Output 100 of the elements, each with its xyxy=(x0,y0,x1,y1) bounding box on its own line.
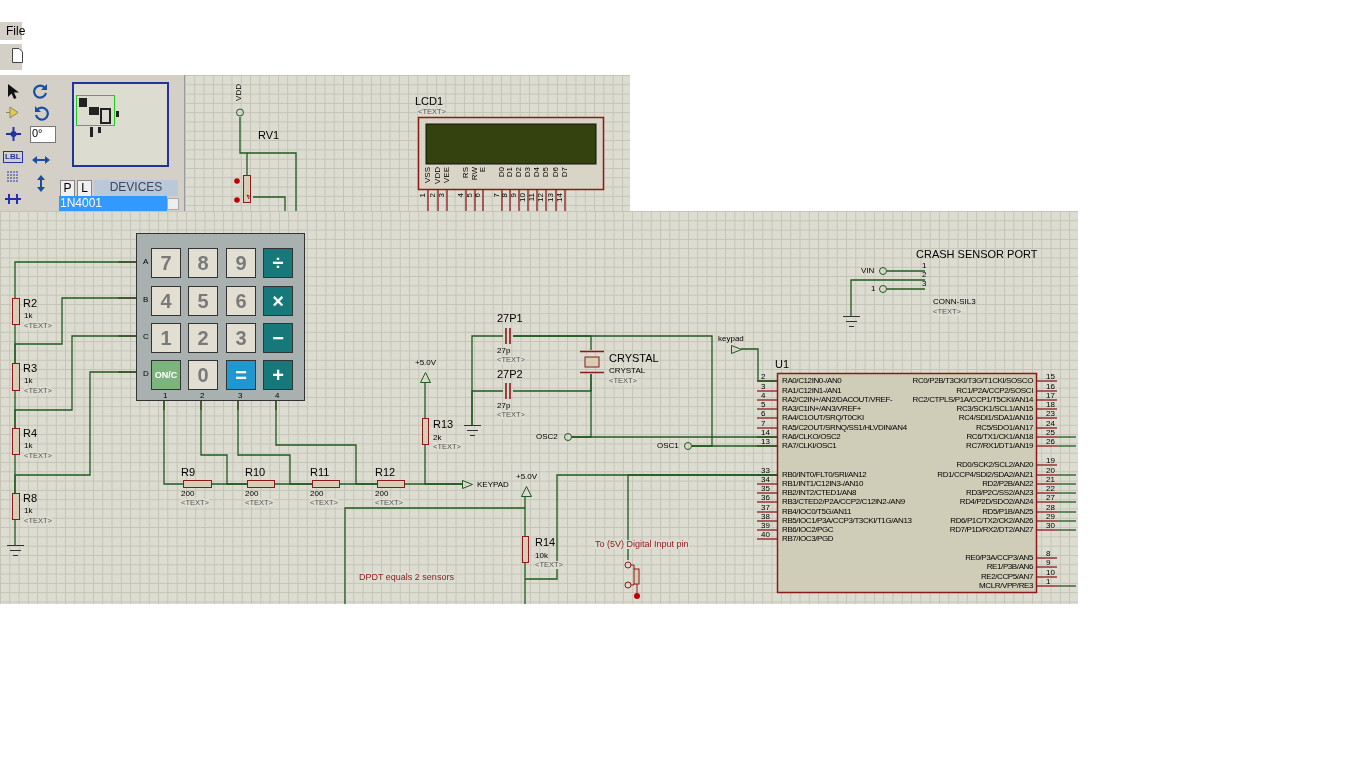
wire xyxy=(163,400,184,485)
pin-label: RC3/SCK1/SCL1/AN15 xyxy=(956,405,1033,413)
pin-number: 18 xyxy=(1046,401,1055,409)
pin-number: 29 xyxy=(1046,513,1055,521)
component-label: R13 xyxy=(433,419,454,430)
value-label: 1k xyxy=(24,312,33,320)
value-label: 200 xyxy=(181,490,195,498)
pin-label: RC1/P2A/CCP2/SOSCI xyxy=(956,387,1033,395)
pin-number: 36 xyxy=(761,494,770,502)
pin-number: 21 xyxy=(1046,476,1055,484)
keypad-key: 4 xyxy=(151,286,181,316)
pin-number: 16 xyxy=(1046,383,1055,391)
pin-number: 8 xyxy=(1046,550,1051,558)
angle-field: 0° xyxy=(30,126,56,143)
wire xyxy=(14,261,137,299)
terminal-label: 1 xyxy=(871,285,876,293)
wire xyxy=(274,483,313,485)
component-label: RV1 xyxy=(258,130,280,141)
pin-label: RD4/P2D/SDO2/AN24 xyxy=(959,498,1033,506)
pin-label: RA7/CLKI/OSC1 xyxy=(782,442,837,450)
pin-label: RD3/P2C/SS2/AN23 xyxy=(966,489,1033,497)
wire xyxy=(691,445,778,447)
pin-number: 5 xyxy=(761,401,766,409)
pin-number: 4 xyxy=(761,392,766,400)
pin-number: 35 xyxy=(761,485,770,493)
pin-number: 17 xyxy=(1046,392,1055,400)
pin-label: B xyxy=(143,296,149,304)
value-label: 1k xyxy=(24,507,33,515)
pin-number: 6 xyxy=(761,410,766,418)
component-label: R10 xyxy=(245,467,266,478)
pin-label: RW xyxy=(471,167,479,181)
wire xyxy=(211,483,248,485)
pin-label: RD5/P1B/AN25 xyxy=(982,508,1033,516)
wire xyxy=(627,474,778,561)
wire xyxy=(424,382,426,419)
pin-label: D0 xyxy=(498,167,506,178)
pin-number: 38 xyxy=(761,513,770,521)
terminal-label: VIN xyxy=(861,267,875,275)
pin-label: RS xyxy=(462,167,470,179)
port-title: CRASH SENSOR PORT xyxy=(916,249,1038,260)
component-label: R14 xyxy=(535,537,556,548)
pin-number: 7 xyxy=(761,420,766,428)
keypad-key: 5 xyxy=(188,286,218,316)
wire xyxy=(740,348,778,382)
keypad-key: 2 xyxy=(188,323,218,353)
pin-number: 19 xyxy=(1046,457,1055,465)
terminal-label: VDD xyxy=(235,84,243,101)
pin-number: 39 xyxy=(761,522,770,530)
pin-label: RB5/IOC1/P3A/CCP3/T3CKI/T1G/AN13 xyxy=(782,517,912,525)
pin-label: RE1/P3B/AN6 xyxy=(986,563,1033,571)
pin-number: 34 xyxy=(761,476,770,484)
terminal-label: keypad xyxy=(718,335,744,343)
pin-label: D xyxy=(143,370,149,378)
pin-label: D1 xyxy=(506,167,514,178)
pin-number: 28 xyxy=(1046,504,1055,512)
wire xyxy=(14,324,16,364)
pin-label: D5 xyxy=(542,167,550,178)
terminal-label: KEYPAD xyxy=(477,481,509,489)
component-label: LCD1 xyxy=(415,96,444,107)
pin-label: RA2/C2IN+/AN2/DACOUT/VREF- xyxy=(782,396,893,404)
pin-label: RB2/INT2/CTED1/AN8 xyxy=(782,489,857,497)
pin-number: 37 xyxy=(761,504,770,512)
pin-label: RD2/P2B/AN22 xyxy=(982,480,1033,488)
pin-label: E xyxy=(479,167,487,173)
pin-number: 3 xyxy=(761,383,766,391)
wire xyxy=(850,279,926,317)
value-label: 27p xyxy=(497,347,511,355)
pin-label: RC5/SDO1/AN17 xyxy=(975,424,1033,432)
component-label: R8 xyxy=(23,493,38,504)
pin-label: 3 xyxy=(238,392,243,400)
pin-label: RD0/SCK2/SCL2/AN20 xyxy=(956,461,1033,469)
annotation-text: To (5V) Digital Input pin xyxy=(595,540,689,549)
keypad-key: 1 xyxy=(151,323,181,353)
keypad-key: 0 xyxy=(188,360,218,390)
value-label: 1k xyxy=(24,377,33,385)
pin-label: RD6/P1C/TX2/CK2/AN26 xyxy=(950,517,1033,525)
pin-label: 2 xyxy=(200,392,205,400)
component-label: R12 xyxy=(375,467,396,478)
pin-label: RA1/C12IN1-/AN1 xyxy=(782,387,842,395)
keypad-key: × xyxy=(263,286,293,316)
value-label: 1k xyxy=(24,442,33,450)
pin-label: D4 xyxy=(533,167,541,178)
keypad-key: + xyxy=(263,360,293,390)
keypad-key: ÷ xyxy=(263,248,293,278)
wire xyxy=(524,495,526,537)
pin-label: VSS xyxy=(424,167,432,183)
pin-label: RB6/IOC2/PGC xyxy=(782,526,834,534)
pin-label: D6 xyxy=(552,167,560,178)
wire xyxy=(471,390,504,426)
pin-label: RD1/CCP4/SDI2/SDA2/AN21 xyxy=(937,471,1033,479)
value-label: 200 xyxy=(310,490,324,498)
pin-label: RC2/CTPLS/P1A/CCP1/T5CKI/AN14 xyxy=(912,396,1033,404)
pin-label: RB0/INT0/FLT0/SRI/AN12 xyxy=(782,471,867,479)
component-label: R2 xyxy=(23,298,38,309)
pin-label: 1 xyxy=(163,392,168,400)
pin-label: D3 xyxy=(524,167,532,178)
pin-label: RB3/CTED2/P2A/CCP2/C12IN2-/AN9 xyxy=(782,498,905,506)
pin-number: 33 xyxy=(761,467,770,475)
pin-label: MCLR/VPP/RE3 xyxy=(979,582,1033,590)
component-label: 27P2 xyxy=(497,369,523,380)
